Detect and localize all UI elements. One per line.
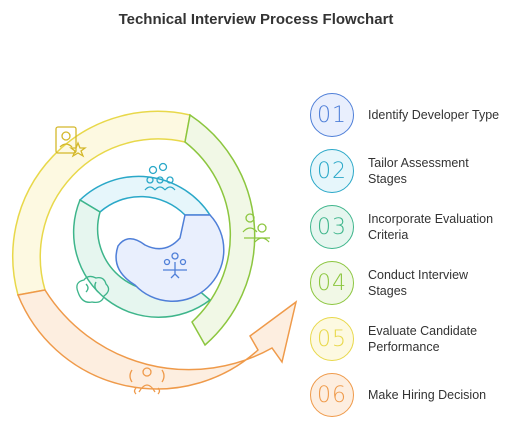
step-06: 06 Make Hiring Decision [310, 371, 510, 419]
step-label: Tailor Assessment Stages [368, 156, 469, 186]
step-label: Identify Developer Type [368, 108, 500, 122]
interview-icon [242, 213, 270, 243]
brain-criteria-icon [76, 275, 110, 304]
step-label: Incorporate Evaluation Criteria [368, 212, 494, 242]
step-04: 04 Conduct Interview Stages [310, 259, 510, 307]
step-number: 02 [310, 149, 354, 193]
inner-segment-blue [115, 214, 225, 303]
outer-ring [12, 110, 298, 390]
ring-segment-green [184, 113, 256, 347]
step-02: 02 Tailor Assessment Stages [310, 147, 510, 195]
page-title: Technical Interview Process Flowchart [118, 11, 394, 28]
ring-segment-teal [72, 198, 212, 319]
step-label: Conduct Interview Stages [368, 268, 469, 298]
candidate-profile-icon [55, 126, 87, 158]
step-number: 04 [310, 261, 354, 305]
step-number: 05 [310, 317, 354, 361]
step-number: 03 [310, 205, 354, 249]
hiring-decision-icon [129, 367, 165, 395]
developer-type-icon [163, 252, 187, 279]
step-number: 06 [310, 373, 354, 417]
step-number: 01 [310, 93, 354, 137]
step-05: 05 Evaluate Candidate Performance [310, 315, 510, 363]
step-03: 03 Incorporate Evaluation Criteria [310, 203, 510, 251]
ring-segment-cyan [78, 175, 212, 216]
step-label: Evaluate Candidate Performance [368, 324, 478, 354]
step-label: Make Hiring Decision [368, 388, 487, 402]
ring-segment-orange-arrow [16, 289, 298, 390]
middle-ring [72, 175, 212, 319]
step-01: 01 Identify Developer Type [310, 91, 510, 139]
team-assessment-icon [144, 162, 176, 191]
